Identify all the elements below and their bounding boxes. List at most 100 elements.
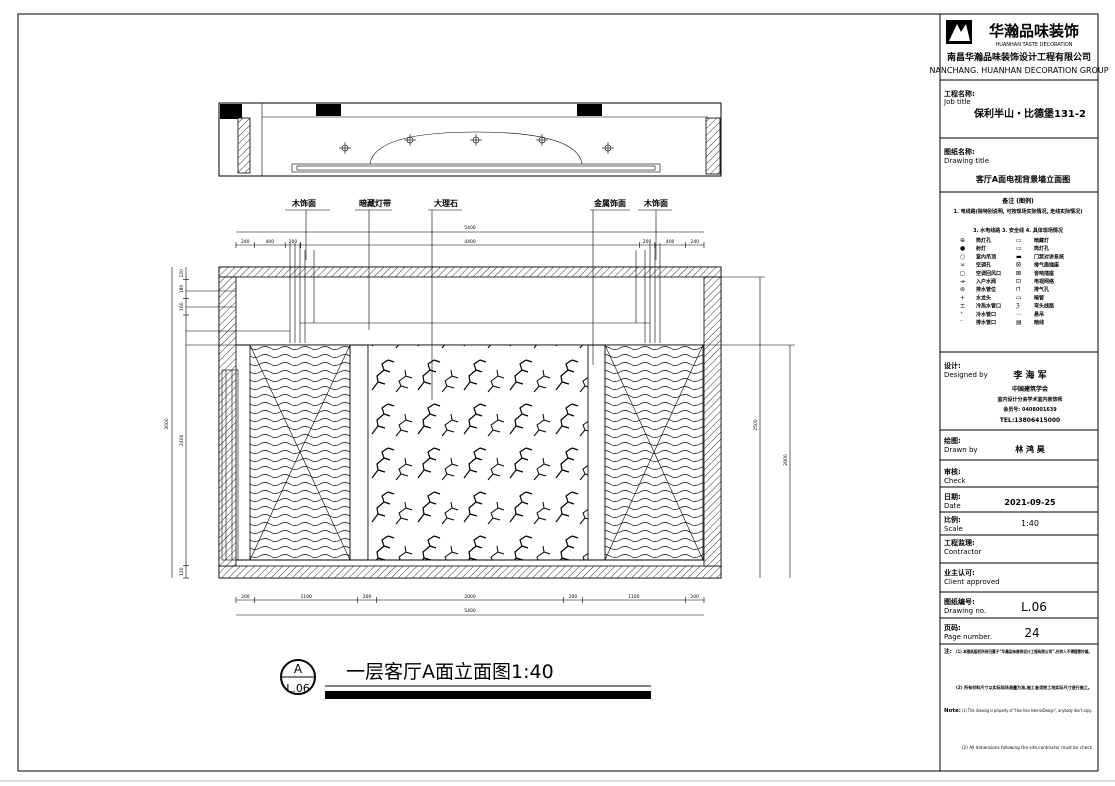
legend-item: 射灯 <box>975 245 986 252</box>
drawing-no-label-en: Drawing no. <box>944 607 986 615</box>
legend-left-column: ⊕筒灯孔●射灯○室内吊顶≍空调孔◻空调回风口⟛入户水阀⊚排水管位+水龙头±冷热水… <box>960 237 1001 326</box>
label-hidden-light: 暗藏灯带 <box>359 198 391 208</box>
dim-value: 2500 <box>753 419 759 431</box>
designer-org-2: 室内设计分会学术室内装饰师 <box>997 396 1062 403</box>
marble-panel <box>367 344 589 561</box>
drawing-no-label-cn: 图纸编号: <box>944 597 975 606</box>
legend-item: 冷热水管口 <box>976 303 1001 310</box>
legend-symbol-icon: ▤ <box>1016 319 1022 326</box>
job-title-value: 保利半山・比德堡131-2 <box>973 107 1086 120</box>
drawn-by-value: 林 鸿 昊 <box>1015 444 1046 454</box>
legend-symbol-icon: ⁺ <box>960 311 963 318</box>
check-label-cn: 审核: <box>944 467 961 476</box>
legend-item: 空调回风口 <box>976 270 1001 277</box>
legend-symbol-icon: ⊡ <box>1016 278 1021 285</box>
dim-value: 200 <box>241 594 250 600</box>
legend-symbol-icon: ⁻ <box>960 319 963 326</box>
dim-left-total: 3000 <box>164 418 170 430</box>
caption-title: 一层客厅A面立面图1:40 <box>346 661 554 683</box>
dim-value: 160 <box>179 302 185 311</box>
legend-item: 暗藏灯 <box>1034 237 1049 244</box>
scale-value: 1:40 <box>1021 519 1039 528</box>
check-label-en: Check <box>944 477 966 485</box>
ceiling-plan <box>218 102 722 177</box>
legend-item: 水龙头 <box>975 294 991 301</box>
note-en-2: (2) All dimensions following the site,co… <box>962 745 1093 750</box>
legend-item: 空调孔 <box>976 262 991 269</box>
legend-symbol-icon: ○ <box>960 253 965 260</box>
client-label-cn: 业主认可: <box>944 568 975 577</box>
dim-value: 200 <box>363 594 372 600</box>
legend-item: 门禁对讲系统 <box>1034 253 1064 260</box>
designer-id: 会员号: 0408001639 <box>1002 406 1057 413</box>
date-label-en: Date <box>944 502 961 510</box>
page-value: 24 <box>1024 626 1039 640</box>
dim-value: 120 <box>179 567 185 576</box>
job-title-label-cn: 工程名称: <box>944 89 975 98</box>
title-block: 华瀚品味装饰 HUANHAN TASTE DECORATION 南昌华瀚品味装饰… <box>929 20 1109 750</box>
designed-label-cn: 设计: <box>944 361 961 370</box>
legend-symbol-icon: ≍ <box>960 262 965 269</box>
legend-item: 排水管位 <box>976 286 996 293</box>
light-trough-right <box>635 243 661 343</box>
legend-item: 电视网络 <box>1034 278 1054 285</box>
dim-value: 200 <box>289 239 298 245</box>
designed-label-en: Designed by <box>944 371 988 379</box>
legend-symbol-icon: ⊚ <box>960 286 965 293</box>
scale-label-en: Scale <box>944 525 963 533</box>
company-name-cn: 南昌华瀚品味装饰设计工程有限公司 <box>947 51 1091 63</box>
legend-item: 室内吊顶 <box>976 253 996 260</box>
legend-symbol-icon: ⊕ <box>960 237 965 244</box>
drawing-caption: A L.06 一层客厅A面立面图1:40 <box>280 659 651 699</box>
note-prefix-cn: 注: <box>944 647 952 655</box>
legend-symbol-icon: + <box>960 294 965 301</box>
ceiling-light-icons <box>339 134 614 154</box>
label-marble: 大理石 <box>434 198 458 208</box>
date-value: 2021-09-25 <box>1004 498 1056 507</box>
drawing-title-label-cn: 图纸名称: <box>944 147 975 156</box>
legend-symbol-icon: ▭ <box>1016 237 1022 244</box>
drawing-title-value: 客厅A面电视背景墙立面图 <box>975 174 1070 184</box>
label-metal: 金属饰面 <box>593 198 626 208</box>
date-label-cn: 日期: <box>944 492 961 501</box>
client-label-en: Client approved <box>944 578 1000 586</box>
note-prefix-en: Note: <box>944 708 961 714</box>
legend-item: 入户水阀 <box>976 278 996 285</box>
page-label-en: Page number. <box>944 633 992 641</box>
legend-symbol-icon: ⟛ <box>960 278 966 285</box>
dim-value: 1100 <box>300 594 312 600</box>
legend-title: 备注 (图例) <box>1001 197 1034 205</box>
dim-value: 200 <box>643 239 652 245</box>
dim-value: 2800 <box>783 454 789 466</box>
legend-item: 冷水管口 <box>976 311 996 318</box>
contractor-label-en: Contractor <box>944 548 981 556</box>
contractor-label-cn: 工程监理: <box>944 538 975 547</box>
scale-label-cn: 比例: <box>944 515 961 524</box>
legend-symbol-icon: ℨ <box>1015 303 1020 310</box>
legend-item: 暗管 <box>1034 294 1044 301</box>
legend-symbol-icon: ◻ <box>960 270 965 277</box>
company-name-en: NANCHANG. HUANHAN DECORATION GROUP <box>929 66 1108 75</box>
drawing-title-label-en: Drawing title <box>944 157 989 165</box>
dim-value: 240 <box>241 239 250 245</box>
legend-symbol-icon: ⊠ <box>1016 270 1021 277</box>
dim-value: 200 <box>569 594 578 600</box>
designer-name: 李 海 军 <box>1012 369 1046 381</box>
legend-symbol-icon: ● <box>960 245 965 252</box>
legend: 备注 (图例) 1. 电线路(除特别说明, 可按现场实际情况, 走线实际情况) … <box>954 197 1083 326</box>
dim-total-bottom: 5400 <box>464 608 476 614</box>
legend-note-2: 3. 水电线路 3. 安全线 4. 具体现场情况 <box>973 227 1063 234</box>
legend-item: 音响插座 <box>1034 270 1054 277</box>
logo-text-cn: 华瀚品味装饰 <box>989 22 1079 40</box>
legend-symbol-icon: ⋯ <box>1016 311 1022 318</box>
legend-symbol-icon: ▬ <box>1016 253 1022 260</box>
dim-chain-right: 2500 2800 <box>753 419 789 466</box>
legend-item: 筒灯孔 <box>1034 245 1049 252</box>
dim-value: 2400 <box>179 434 185 446</box>
light-trough-left <box>289 243 315 343</box>
